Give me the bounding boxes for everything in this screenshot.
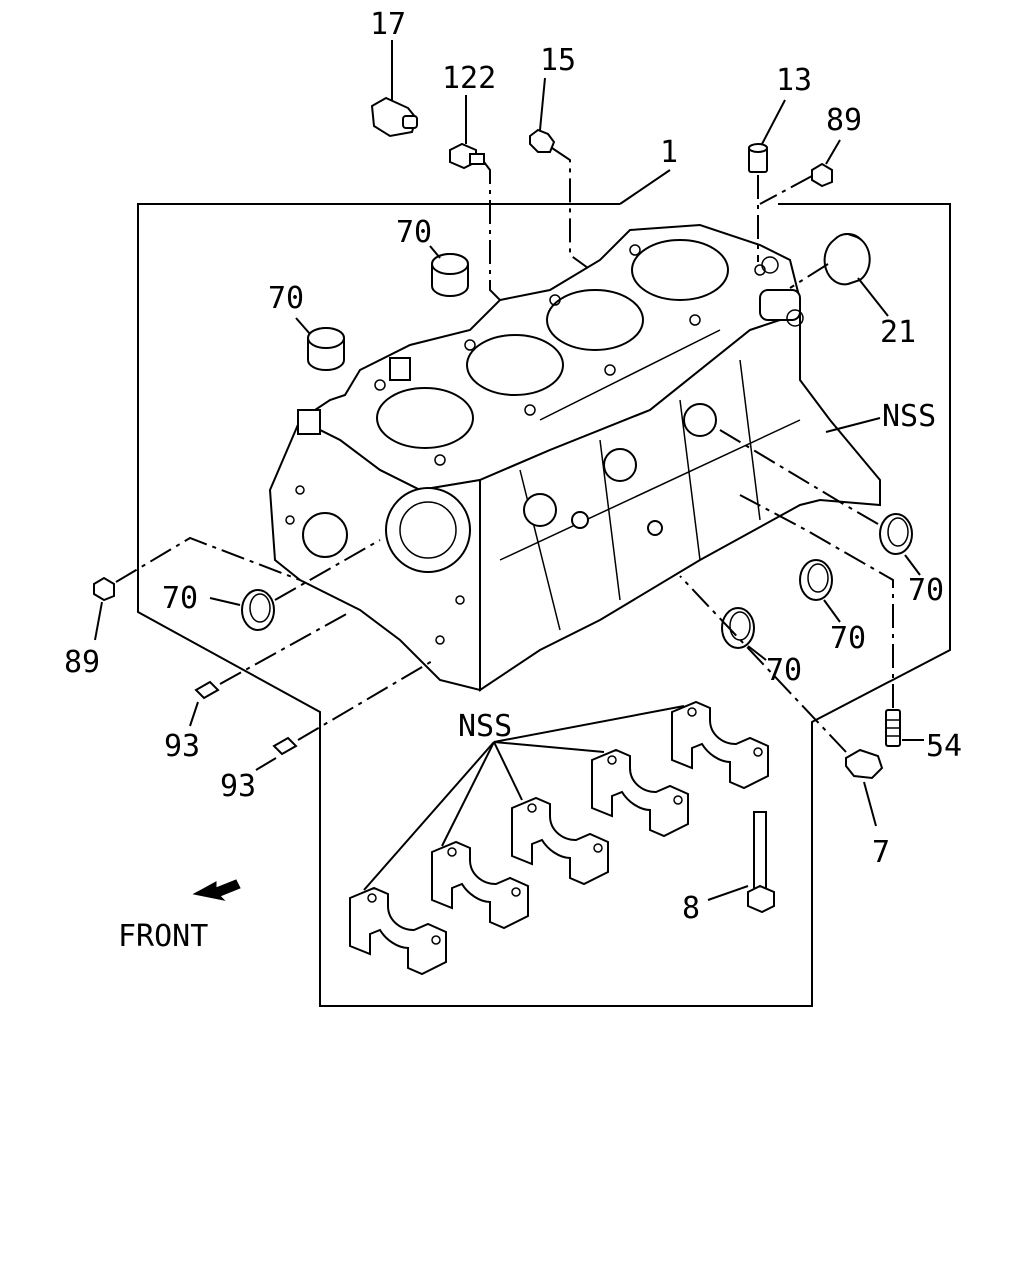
part-70-seal-right-2 [799,559,841,623]
part-70-cap-upper-a [429,245,469,297]
part-70-seal-right-1 [719,429,921,576]
assembly-frame [137,203,951,1007]
callout-nss-caps: NSS [458,709,512,744]
part-15-plug [529,77,589,269]
part-89-plug-left [93,536,301,641]
callout-1: 1 [660,135,678,170]
bearing-cap-3 [511,796,609,886]
callout-13: 13 [776,63,812,98]
callout-70-upper-b: 70 [268,281,304,316]
front-label: FRONT [118,919,208,954]
part-17-sender [370,40,418,138]
part-7-plug [679,575,884,827]
part-54-stud [739,494,924,747]
callout-70-right-2: 70 [830,621,866,656]
part-70-cap-upper-b [295,317,345,371]
part-70-seal-left [209,539,381,631]
callout-15: 15 [540,43,576,78]
main-bearing-caps [349,700,769,976]
callout-70-right-1: 70 [908,573,944,608]
part-122-plug [449,95,501,301]
callout-70-upper-a: 70 [396,215,432,250]
bearing-cap-2 [431,840,529,930]
callout-17: 17 [370,7,406,42]
cylinder-block [268,223,881,692]
front-arrow-icon [192,879,241,901]
callout-nss-right: NSS [882,399,936,434]
part-21-cap [789,233,889,317]
callout-54: 54 [926,729,962,764]
part-13-dowel [748,99,786,262]
part-8-bolt [707,811,775,914]
part-93-dowel-b [255,659,435,771]
callout-21: 21 [880,315,916,350]
leader-part-1 [619,169,671,205]
leader-nss-right [825,417,881,433]
callout-93-a: 93 [164,729,200,764]
bearing-cap-1 [349,886,447,976]
callout-70-right-3: 70 [766,653,802,688]
callout-122: 122 [442,61,496,96]
part-70-seal-right-3 [721,607,767,661]
bearing-cap-4 [591,748,689,838]
part-89-plug-top [759,139,841,205]
callout-89-left: 89 [64,645,100,680]
callout-89-top: 89 [826,103,862,138]
callout-70-left: 70 [162,581,198,616]
part-93-dowel-a [189,611,351,727]
callout-8: 8 [682,891,700,926]
callout-93-b: 93 [220,769,256,804]
callout-7: 7 [872,835,890,870]
bearing-cap-5 [671,700,769,790]
